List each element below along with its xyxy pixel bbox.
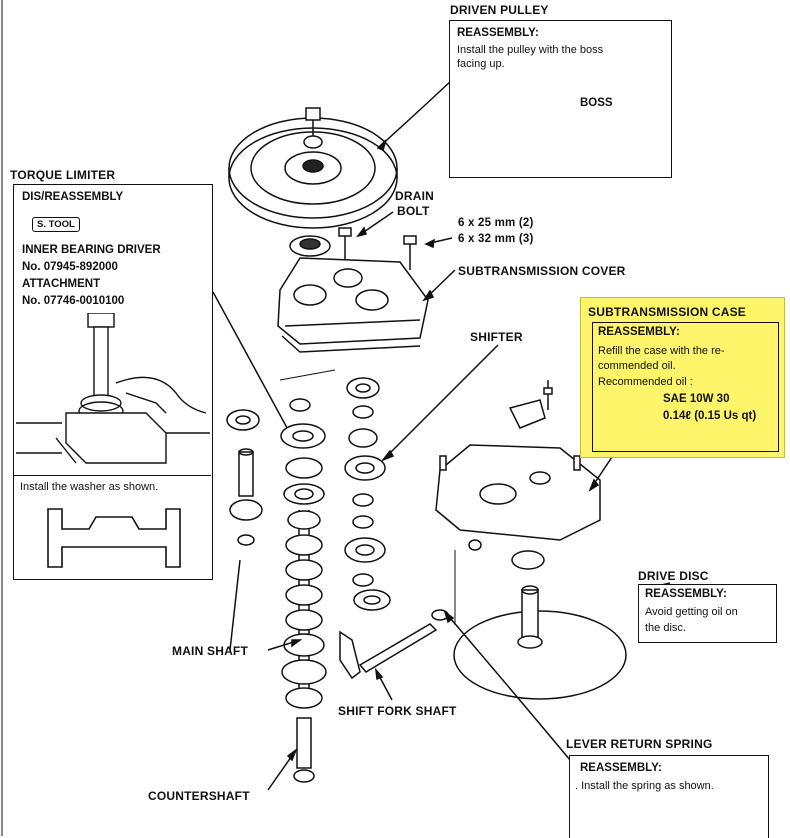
driven-pulley-instruction-line1: Install the pulley with the boss [457, 44, 604, 56]
drive-disc-drawing [453, 585, 627, 700]
oil-capacity: 0.14ℓ (0.15 Us qt) [663, 410, 757, 422]
drain-bolt-label-line2: BOLT [397, 204, 430, 218]
subtransmission-cover-drawing [277, 257, 429, 353]
torque-limiter-note-box: DIS/REASSEMBLY S. TOOL INNER BEARING DRI… [13, 184, 213, 580]
driven-pulley-note-box: REASSEMBLY: Install the pulley with the … [449, 20, 672, 178]
shift-fork-shaft-drawing [339, 609, 449, 680]
tool2-number: No. 07746-0010100 [22, 295, 125, 307]
special-tool-badge: S. TOOL [32, 217, 80, 232]
lever-return-spring-title: LEVER RETURN SPRING [566, 737, 713, 751]
lever-return-spring-note-box: REASSEMBLY: . Install the spring as show… [569, 755, 769, 838]
countershaft-label: COUNTERSHAFT [148, 789, 250, 803]
washer-illustration [47, 508, 181, 568]
driven-pulley-title: DRIVEN PULLEY [450, 3, 549, 17]
lever-return-spring-line1: . Install the spring as shown. [575, 780, 714, 792]
drain-bolt-label-line1: DRAIN [395, 189, 434, 203]
main-shaft-label: MAIN SHAFT [172, 644, 248, 658]
drive-disc-line2: the disc. [645, 622, 686, 634]
bolt-size-line2: 6 x 32 mm (3) [458, 233, 534, 245]
subtransmission-case-drawing [435, 380, 601, 541]
oil-grade: SAE 10W 30 [663, 393, 730, 405]
press-tool-illustration [16, 313, 210, 464]
drive-disc-note-box: REASSEMBLY: Avoid getting oil on the dis… [638, 584, 777, 643]
drive-disc-line1: Avoid getting oil on [645, 606, 738, 618]
bolt-size-line1: 6 x 25 mm (2) [458, 217, 534, 229]
tool1-name: INNER BEARING DRIVER [22, 244, 161, 256]
drive-disc-heading: REASSEMBLY: [645, 588, 727, 600]
shifter-label: SHIFTER [470, 330, 523, 344]
subtransmission-case-line2: commended oil. [598, 360, 676, 372]
driven-pulley-drawing [228, 107, 398, 229]
driven-pulley-reassembly-heading: REASSEMBLY: [457, 27, 539, 39]
subtransmission-case-heading: REASSEMBLY: [598, 326, 680, 338]
shifter-stack-drawing [344, 377, 391, 611]
driven-pulley-instruction-line2: facing up. [457, 58, 505, 70]
torque-limiter-title: TORQUE LIMITER [10, 168, 116, 182]
subtransmission-case-highlight: SUBTRANSMISSION CASE REASSEMBLY: Refill … [580, 297, 785, 458]
tool2-name: ATTACHMENT [22, 278, 101, 290]
subtransmission-case-note-box: REASSEMBLY: Refill the case with the re-… [592, 322, 779, 452]
lever-return-spring-heading: REASSEMBLY: [580, 762, 662, 774]
drive-disc-title: DRIVE DISC [638, 569, 709, 583]
torque-limiter-heading: DIS/REASSEMBLY [22, 191, 124, 203]
boss-label: BOSS [580, 97, 613, 109]
divider [14, 475, 211, 477]
shift-fork-shaft-label: SHIFT FORK SHAFT [338, 704, 457, 718]
tool1-number: No. 07945-892000 [22, 261, 118, 273]
subtransmission-cover-label: SUBTRANSMISSION COVER [458, 264, 626, 278]
subtransmission-case-title: SUBTRANSMISSION CASE [588, 305, 747, 319]
washer-note: Install the washer as shown. [20, 481, 159, 493]
subtransmission-case-line3: Recommended oil : [598, 376, 693, 388]
main-shaft-stack-drawing [226, 398, 327, 783]
subtransmission-case-line1: Refill the case with the re- [598, 345, 725, 357]
